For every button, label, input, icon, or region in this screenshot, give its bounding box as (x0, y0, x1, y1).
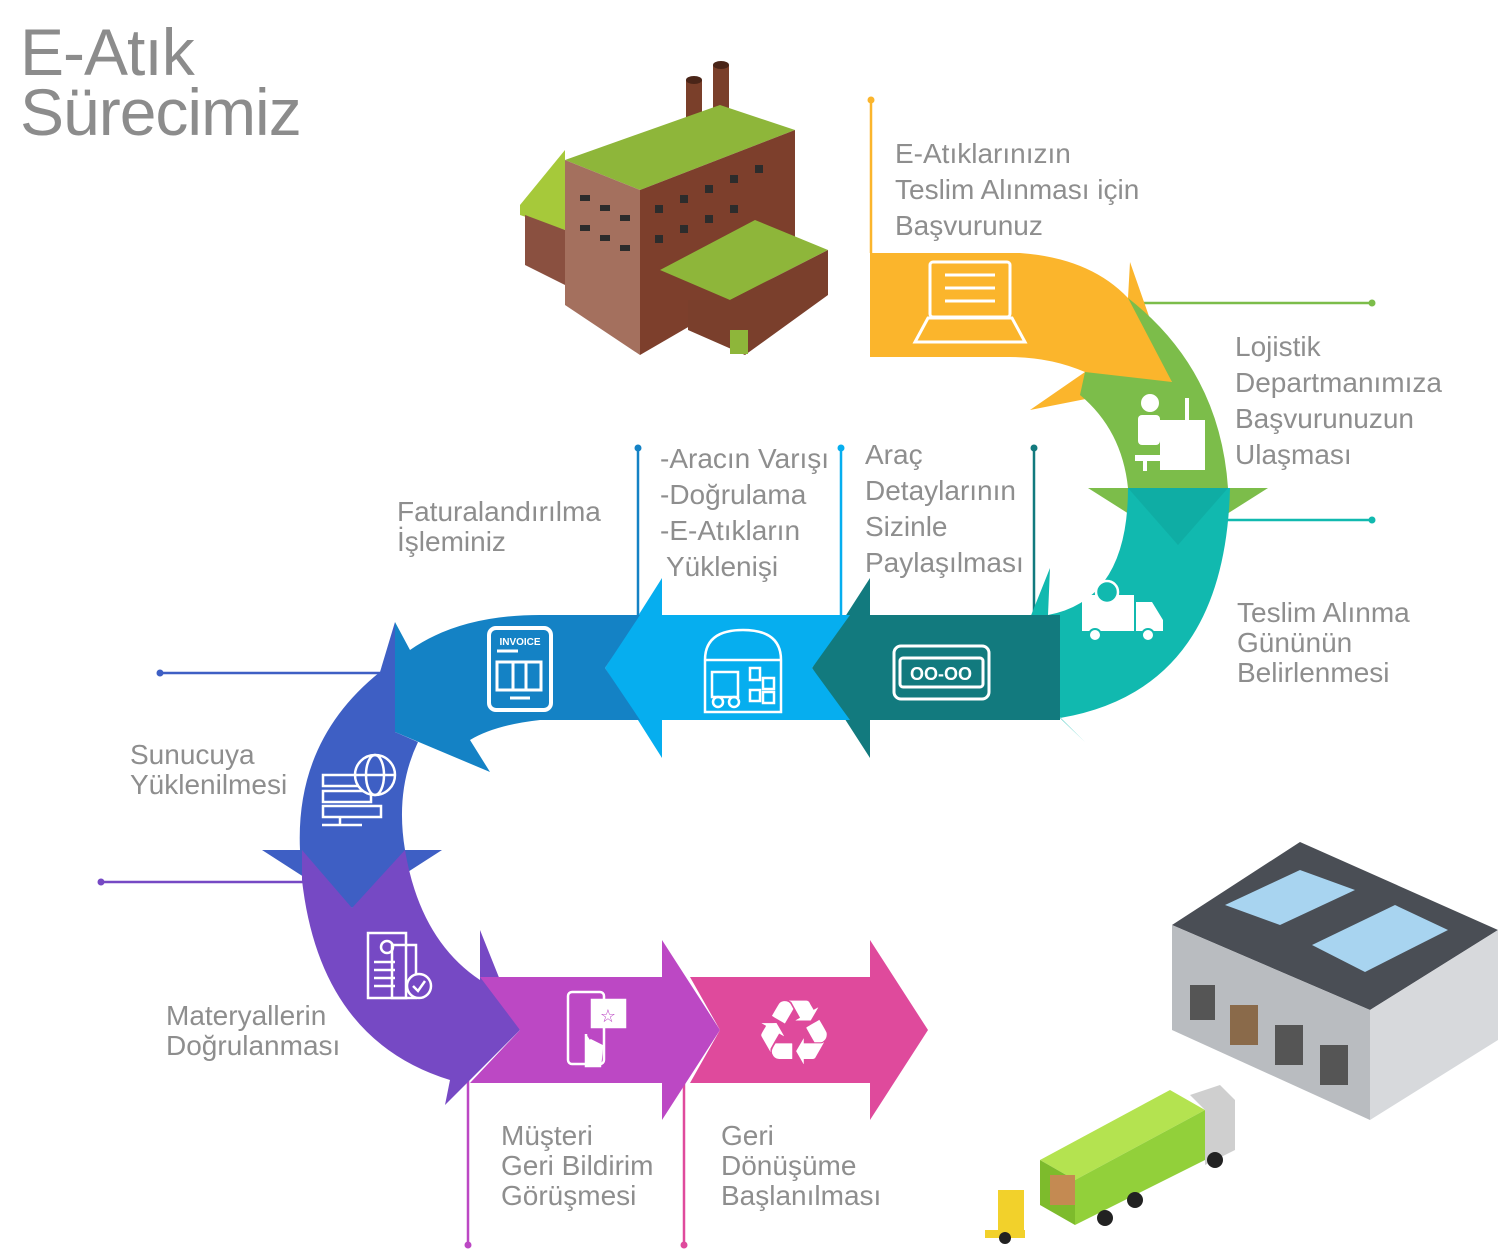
step-label-logistics: Lojistik Departmanımıza Başvurunuzun Ula… (1235, 329, 1442, 473)
license-plate-icon: OO-OO (892, 644, 991, 701)
label-line: E-Atıklarınızın (895, 138, 1071, 169)
label-line: Yüklenilmesi (130, 769, 288, 800)
label-line: Materyallerin (166, 1000, 327, 1031)
label-line: İşleminiz (397, 526, 506, 557)
truck-forklift-illustration (985, 1085, 1235, 1244)
warehouse-illustration (1172, 842, 1498, 1120)
label-line: Başlanılması (721, 1180, 882, 1211)
label-line: Paylaşılması (865, 547, 1024, 578)
warehouse-forklift-icon (703, 628, 783, 714)
label-line: Araç (865, 439, 923, 470)
step-label-server-upload: Sunucuya Yüklenilmesi (130, 740, 287, 800)
label-line: Ulaşması (1235, 439, 1352, 470)
label-line: Başvurunuzun (1235, 403, 1415, 434)
server-globe-icon (321, 753, 397, 827)
phone-rating-icon: ☆ (566, 990, 627, 1068)
label-line: Lojistik (1235, 331, 1321, 362)
label-line: Detaylarının (865, 475, 1016, 506)
step-label-invoicing: Faturalandırılma İşleminiz (397, 497, 601, 557)
label-line: Faturalandırılma (397, 496, 601, 527)
arrow-segment-feedback (470, 940, 720, 1120)
arrow-segment-server-upload (262, 622, 442, 908)
page-title: E-Atık Sürecimiz (20, 15, 302, 149)
label-line: Geri Bildirim (501, 1150, 654, 1181)
label-line: Departmanımıza (1235, 367, 1442, 398)
arrow-segment-invoicing (395, 615, 640, 772)
svg-text:OO-OO: OO-OO (910, 664, 972, 684)
label-line: Başvurunuz (895, 210, 1043, 241)
label-line: Geri (721, 1120, 774, 1151)
label-line: Sunucuya (130, 739, 255, 770)
laptop-form-icon (912, 260, 1028, 344)
invoice-icon-label: INVOICE (499, 637, 540, 648)
label-line: Dönüşüme (721, 1150, 857, 1181)
label-line: -Aracın Varışı (660, 443, 830, 474)
step-label-recycling: Geri Dönüşüme Başlanılması (721, 1121, 881, 1211)
title-line-1: E-Atık (20, 15, 195, 89)
title-line-2: Sürecimiz (20, 75, 302, 149)
arrow-segment-vehicle-details (812, 578, 1060, 758)
factory-illustration (520, 61, 828, 355)
connector-lines (97, 96, 1376, 1249)
recycle-icon: ♻ (754, 981, 835, 1086)
step-label-vehicle-details: Araç Detaylarının Sizinle Paylaşılması (865, 437, 1024, 581)
label-line: Müşteri (501, 1120, 593, 1151)
label-line: Sizinle (865, 511, 948, 542)
svg-text:☆: ☆ (600, 1006, 616, 1026)
label-line: Doğrulanması (166, 1030, 341, 1061)
arrow-segment-arrival (605, 578, 850, 758)
label-line: -Doğrulama (660, 479, 807, 510)
label-line: Teslim Alınma (1237, 597, 1410, 628)
step-label-verification: Materyallerin Doğrulanması (166, 1001, 340, 1061)
office-worker-icon (1135, 394, 1205, 471)
label-line: Teslim Alınması için (895, 174, 1140, 205)
step-label-arrival: -Aracın Varışı -Doğrulama -E-Atıkların Y… (660, 441, 829, 585)
document-check-icon (366, 931, 433, 1000)
label-line: Belirlenmesi (1237, 657, 1390, 688)
arrow-segment-recycling (690, 940, 928, 1120)
step-label-pickup-date: Teslim Alınma Gününün Belirlenmesi (1237, 598, 1410, 688)
step-label-application: E-Atıklarınızın Teslim Alınması için Baş… (895, 136, 1139, 244)
label-line: Gününün (1237, 627, 1353, 658)
invoice-icon: INVOICE (487, 626, 553, 712)
step-label-feedback: Müşteri Geri Bildirim Görüşmesi (501, 1121, 653, 1211)
label-line: Görüşmesi (501, 1180, 637, 1211)
label-line: -E-Atıkların (660, 515, 801, 546)
delivery-truck-clock-icon (1082, 579, 1163, 642)
label-line: Yüklenişi (666, 551, 779, 582)
